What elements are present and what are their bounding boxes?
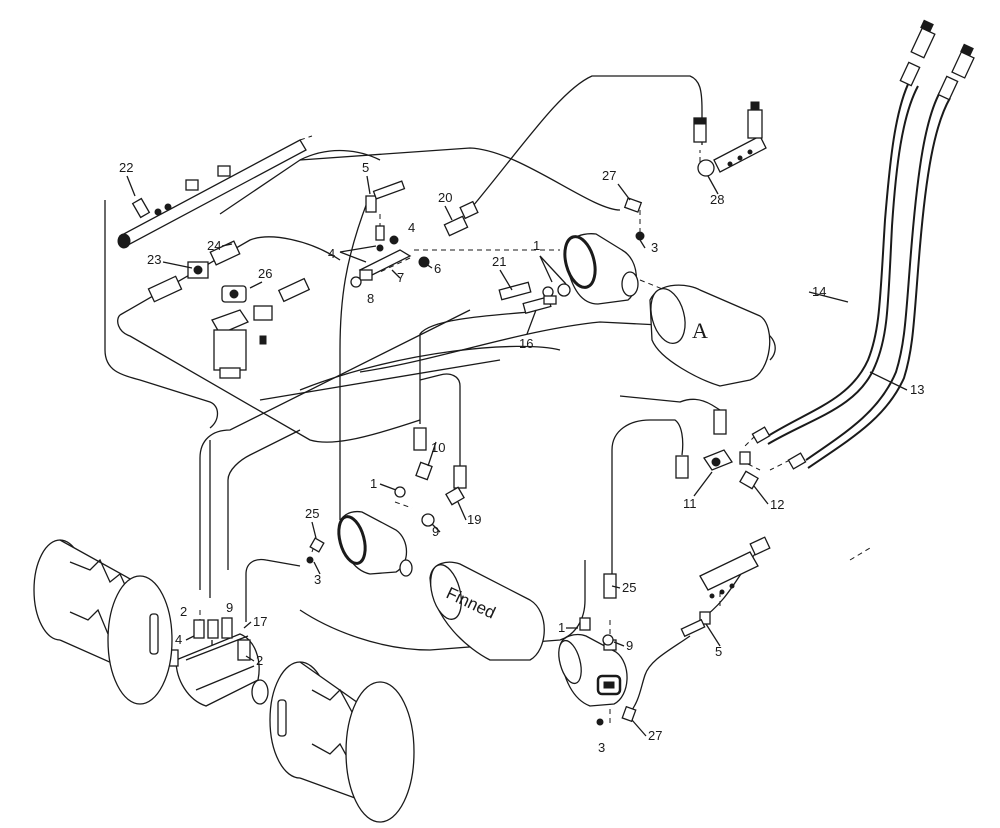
fittings-mid bbox=[306, 409, 807, 726]
callout-11: 11 bbox=[683, 496, 697, 511]
reservoir-a: A bbox=[563, 233, 771, 387]
finned-cooler: Finned bbox=[429, 561, 545, 661]
callout-10: 10 bbox=[431, 440, 445, 455]
callout-4c: 4 bbox=[175, 632, 182, 647]
callout-3b: 3 bbox=[314, 572, 321, 587]
manifold-27 bbox=[693, 101, 767, 177]
callout-27: 28 bbox=[710, 192, 724, 207]
callout-leaders bbox=[126, 175, 908, 737]
callout-1c: 1 bbox=[558, 620, 565, 635]
callout-28: 26 bbox=[258, 266, 272, 281]
callout-4b: 4 bbox=[328, 246, 335, 261]
hydraulic-pump bbox=[165, 617, 269, 707]
drum-right bbox=[269, 661, 415, 823]
callout-8: 8 bbox=[367, 291, 374, 306]
callout-9b: 9 bbox=[226, 600, 233, 615]
callout-16: 16 bbox=[519, 336, 533, 351]
callout-6: 6 bbox=[434, 261, 441, 276]
callout-21: 20 bbox=[438, 190, 452, 205]
drum-left bbox=[33, 539, 173, 705]
callout-3a: 3 bbox=[651, 240, 658, 255]
rod-assembly-18 bbox=[117, 139, 307, 249]
callout-26: 27 bbox=[602, 168, 616, 183]
callout-2a: 2 bbox=[180, 604, 187, 619]
callout-4a: 4 bbox=[408, 220, 415, 235]
callout-7: 7 bbox=[397, 270, 404, 285]
callout-5b: 5 bbox=[715, 644, 722, 659]
callout-24: 24 bbox=[207, 238, 221, 253]
callout-22: 21 bbox=[492, 254, 506, 269]
callout-1a: 1 bbox=[533, 238, 540, 253]
fitting-cluster-left bbox=[147, 240, 311, 379]
fitting-cluster-22 bbox=[498, 281, 571, 314]
callout-9c: 9 bbox=[626, 638, 633, 653]
hose-lines bbox=[104, 75, 951, 717]
callout-20: 25 bbox=[305, 506, 319, 521]
callout-18: 22 bbox=[119, 160, 133, 175]
callout-26b: 27 bbox=[648, 728, 662, 743]
callout-25: 25 bbox=[622, 580, 636, 595]
hose-ends-top-right bbox=[899, 19, 975, 101]
manifold-lower-right bbox=[680, 536, 771, 638]
callout-12: 12 bbox=[770, 497, 784, 512]
callout-19: 19 bbox=[467, 512, 481, 527]
filter-lower bbox=[558, 633, 628, 707]
callout-5: 5 bbox=[362, 160, 369, 175]
callout-3c: 3 bbox=[598, 740, 605, 755]
callout-1b: 1 bbox=[370, 476, 377, 491]
fitting-cluster-center bbox=[350, 180, 479, 288]
callout-9a: 9 bbox=[432, 524, 439, 539]
callout-2b: 2 bbox=[256, 653, 263, 668]
callout-17: 17 bbox=[253, 614, 267, 629]
callout-13: 13 bbox=[910, 382, 924, 397]
pump-center bbox=[337, 510, 413, 577]
fitting-26-top bbox=[623, 197, 645, 241]
callout-14: 14 bbox=[812, 284, 826, 299]
callout-23: 23 bbox=[147, 252, 161, 267]
callout-labels: 22 5 20 27 28 4 24 4 1 3 23 21 6 26 7 8 … bbox=[119, 160, 924, 755]
reservoir-label: A bbox=[692, 318, 708, 343]
